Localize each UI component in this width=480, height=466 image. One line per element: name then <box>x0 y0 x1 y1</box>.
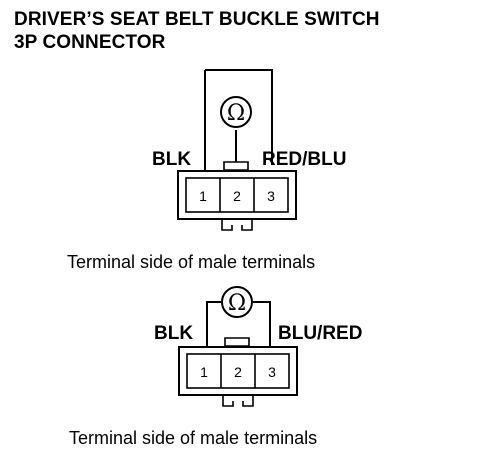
bottom-connector-lock-tab <box>224 337 250 347</box>
top-connector-inner <box>185 177 289 213</box>
top-caption: Terminal side of male terminals <box>67 252 315 272</box>
top-pin-3: 3 <box>267 188 275 204</box>
top-wire-label-left: BLK <box>152 149 191 170</box>
top-pin-1: 1 <box>199 188 207 204</box>
diagram-title-line-1: DRIVER’S SEAT BELT BUCKLE SWITCH <box>14 9 380 30</box>
top-wire-label-right: RED/BLU <box>262 149 346 170</box>
top-test-diagram: Ω BLK RED/BLU 1 2 3 Terminal side of mal… <box>67 69 346 272</box>
bottom-meter-leads <box>206 301 271 348</box>
bottom-wire-label-right: BLU/RED <box>278 323 362 344</box>
bottom-3p-connector-icon: 1 2 3 <box>178 346 298 407</box>
bottom-pin-3: 3 <box>268 364 276 380</box>
bottom-connector-key-right <box>242 395 254 407</box>
bottom-ohmmeter-icon: Ω <box>221 286 253 318</box>
top-pin-2: 2 <box>233 188 241 204</box>
top-ohmmeter-circle <box>220 96 252 128</box>
top-ohm-symbol: Ω <box>227 101 245 126</box>
top-3p-connector-icon: 1 2 3 <box>177 170 297 231</box>
bottom-test-diagram: Ω BLK BLU/RED 1 2 3 Terminal side of mal… <box>69 286 362 448</box>
top-connector-lock-tab <box>223 161 249 171</box>
bottom-wire-label-left: BLK <box>154 323 193 344</box>
bottom-caption: Terminal side of male terminals <box>69 428 317 448</box>
bottom-lead-left <box>206 301 221 348</box>
top-connector-key-left <box>221 219 233 231</box>
diagram-title-line-2: 3P CONNECTOR <box>14 32 166 53</box>
top-lead-right <box>205 69 273 165</box>
bottom-pin-1: 1 <box>200 364 208 380</box>
bottom-connector-inner <box>186 353 290 389</box>
bottom-lead-right <box>253 301 271 348</box>
bottom-pin-2: 2 <box>234 364 242 380</box>
top-ohmmeter-icon: Ω <box>220 96 252 128</box>
top-connector-key-right <box>241 219 253 231</box>
bottom-ohmmeter-circle <box>221 286 253 318</box>
bottom-ohm-symbol: Ω <box>228 291 246 316</box>
bottom-connector-key-left <box>222 395 234 407</box>
